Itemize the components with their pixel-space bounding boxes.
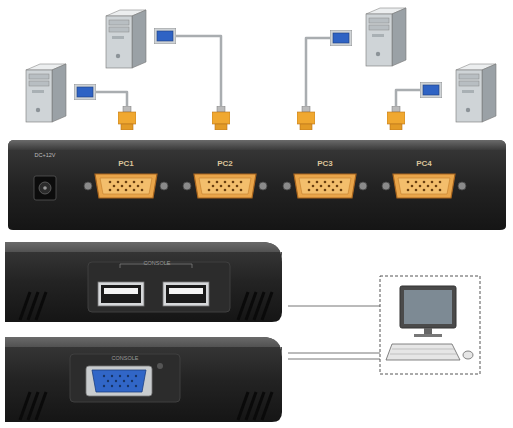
port-label: PC1 bbox=[118, 160, 134, 168]
power-label: DC+12V bbox=[35, 153, 56, 159]
console-label: CONSOLE bbox=[144, 261, 171, 267]
port-label: PC3 bbox=[317, 160, 333, 168]
port-label: PC4 bbox=[416, 160, 432, 168]
port-label: PC2 bbox=[217, 160, 233, 168]
console-label: CONSOLE bbox=[112, 356, 139, 362]
